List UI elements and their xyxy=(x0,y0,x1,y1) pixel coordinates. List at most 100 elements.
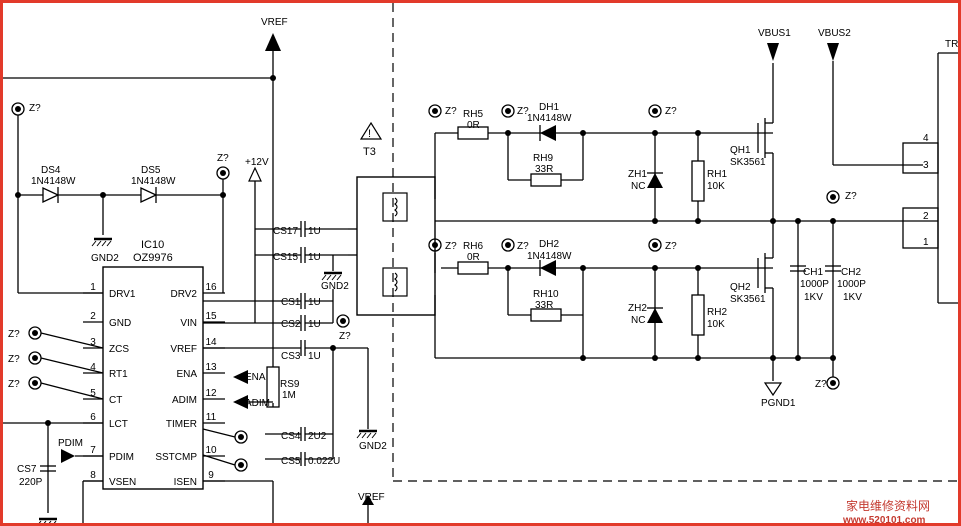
testpoint-label: Z? xyxy=(815,379,827,390)
ic10-part: OZ9976 xyxy=(133,252,173,264)
ic-right-pin-number: 10 xyxy=(205,445,217,456)
ic-left-pin-number: 6 xyxy=(90,412,96,423)
ic-right-pin-name: VIN xyxy=(180,318,197,329)
ic-left-pin-name: VSEN xyxy=(109,477,136,488)
gnd-symbol-right xyxy=(355,429,379,440)
testpoint-cs1 xyxy=(336,314,350,328)
rs9-value: 1M xyxy=(282,390,296,401)
ic-right-pin-number: 9 xyxy=(208,470,214,481)
ic-left-pin-number: 2 xyxy=(90,311,96,322)
ic10-right-pins: 16DRV215VIN14VREF13ENA12ADIM11TIMER10SST… xyxy=(155,282,225,488)
ch1-rating: 1KV xyxy=(804,292,823,303)
cs5-value: 0.022U xyxy=(308,456,340,467)
testpoint-zh2 xyxy=(648,238,662,252)
cap-ch2 xyxy=(825,265,841,272)
ic-right-pin-number: 13 xyxy=(205,362,217,373)
zh2-ref: ZH2 xyxy=(628,303,647,314)
cs2-value: 1U xyxy=(308,319,321,330)
resistor-rh9 xyxy=(530,173,562,187)
testpoint-timer xyxy=(234,430,248,444)
testpoint-label: Z? xyxy=(665,106,677,117)
zh1-value: NC xyxy=(631,181,645,192)
pdim-net-label: PDIM xyxy=(58,438,83,449)
cs17-value: 1U xyxy=(308,226,321,237)
testpoint-label: Z? xyxy=(29,103,41,114)
testpoint-label: Z? xyxy=(8,329,20,340)
testpoint-pgnd xyxy=(826,376,840,390)
ds4-value: 1N4148W xyxy=(31,176,76,187)
cs3-ref: CS3 xyxy=(281,351,301,362)
cs17-ref: CS17 xyxy=(273,226,298,237)
testpoint-label: Z? xyxy=(339,331,351,342)
rh2-value: 10K xyxy=(707,319,725,330)
ena-arrow xyxy=(233,370,248,384)
ds5-value: 1N4148W xyxy=(131,176,176,187)
cs2-ref: CS2 xyxy=(281,319,301,330)
ch2-value: 1000P xyxy=(837,279,866,290)
ic-left-pin-number: 7 xyxy=(90,445,96,456)
adim-net-label: ADIM xyxy=(245,398,270,409)
rh2-ref: RH2 xyxy=(707,307,727,318)
gnd-symbol-cs7 xyxy=(35,517,59,523)
schematic-svg: VREF Z? DS4 1N4148W DS5 1N4148W GND2 Z? … xyxy=(3,3,958,523)
conn-pin-1: 1 xyxy=(923,237,929,248)
diode-ds5 xyxy=(140,186,158,204)
ds5-ref: DS5 xyxy=(141,165,161,176)
rh9-ref: RH9 xyxy=(533,153,553,164)
testpoint-label: Z? xyxy=(845,191,857,202)
resistor-rh10 xyxy=(530,308,562,322)
cap-cs4 xyxy=(265,427,333,441)
ic-right-pin-number: 11 xyxy=(206,412,217,423)
ic-left-pin-name: CT xyxy=(109,395,122,406)
rs9-ref: RS9 xyxy=(280,379,300,390)
resistor-rh5 xyxy=(457,126,489,140)
resistor-rh2 xyxy=(691,294,705,336)
rh10-value: 33R xyxy=(535,300,553,311)
testpoint-label: Z? xyxy=(445,241,457,252)
ic10-ref: IC10 xyxy=(141,239,164,251)
tr-label: TR xyxy=(945,39,958,50)
ic-left-pin-name: DRV1 xyxy=(109,289,136,300)
vbus1-arrow xyxy=(767,43,779,61)
cap-cs1 xyxy=(203,293,333,309)
ic-right-pin-number: 16 xyxy=(205,282,217,293)
testpoint-rt1 xyxy=(28,351,42,365)
testpoint-12v xyxy=(216,166,230,180)
diode-ds4 xyxy=(42,186,60,204)
testpoint-ct xyxy=(28,376,42,390)
testpoint-zcs xyxy=(28,326,42,340)
plus12v-arrow xyxy=(248,166,262,323)
zh1-ref: ZH1 xyxy=(628,169,647,180)
cs3-value: 1U xyxy=(308,351,321,362)
ic-right-pin-name: ADIM xyxy=(172,395,197,406)
testpoint-dh1 xyxy=(501,104,515,118)
resistor-rh1 xyxy=(691,160,705,202)
qh2-ref: QH2 xyxy=(730,282,751,293)
resistor-rh6 xyxy=(457,261,489,275)
ch1-ref: CH1 xyxy=(803,267,823,278)
ic-right-pin-number: 12 xyxy=(205,388,217,399)
dh1-value: 1N4148W xyxy=(527,113,572,124)
vref-bottom-label: VREF xyxy=(358,492,385,503)
testpoint-sstcmp xyxy=(234,458,248,472)
cap-cs7 xyxy=(40,465,56,472)
vref-top-label: VREF xyxy=(261,17,288,28)
qh2-value: SK3561 xyxy=(730,294,766,305)
ic-left-pin-number: 4 xyxy=(90,362,96,373)
diode-dh1 xyxy=(539,125,556,141)
mosfet-qh2 xyxy=(757,221,774,381)
rh10-ref: RH10 xyxy=(533,289,559,300)
cs4-value: 2U2 xyxy=(308,431,327,442)
ch2-ref: CH2 xyxy=(841,267,861,278)
testpoint-label: Z? xyxy=(445,106,457,117)
cs4-ref: CS4 xyxy=(281,431,301,442)
cs15-value: 1U xyxy=(308,252,321,263)
plus12v-label: +12V xyxy=(245,157,269,168)
qh1-ref: QH1 xyxy=(730,145,751,156)
cs7-value: 220P xyxy=(19,477,43,488)
gnd2-label-c: GND2 xyxy=(359,441,387,452)
ic-left-pin-number: 8 xyxy=(90,470,96,481)
pgnd1-symbol xyxy=(763,382,783,397)
ic-right-pin-name: ISEN xyxy=(174,477,197,488)
